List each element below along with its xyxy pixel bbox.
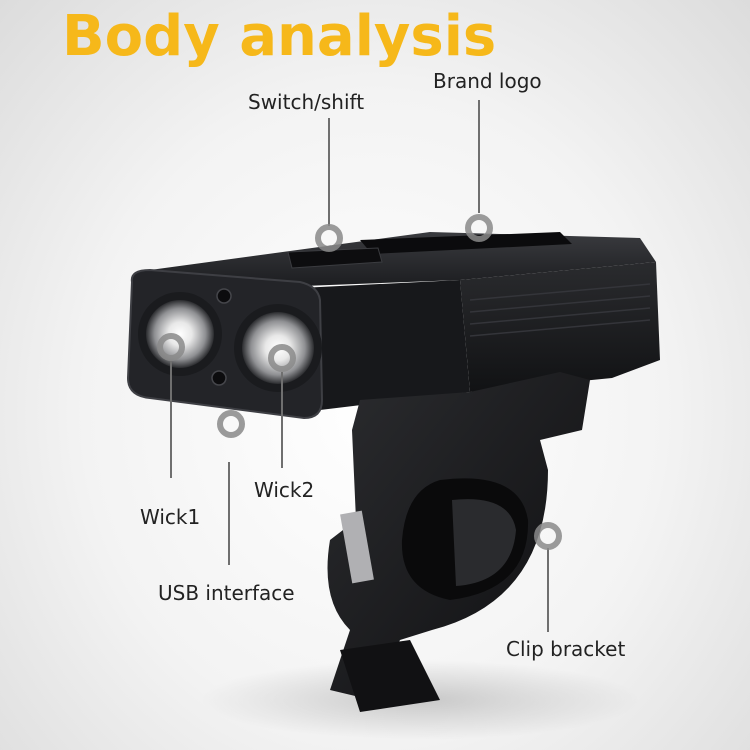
- label-clip-bracket: Clip bracket: [506, 637, 626, 661]
- switch-button: [287, 247, 383, 269]
- label-wick2: Wick2: [254, 478, 315, 502]
- pointer-lines: [170, 100, 549, 632]
- thumb-screw: [340, 640, 440, 712]
- pointer-dot-wick2-icon: [268, 344, 296, 372]
- lens-1: [146, 300, 214, 368]
- body-top-face: [150, 232, 656, 290]
- pointer-dot-wick1-icon: [157, 333, 185, 361]
- pointer-dot-usb-icon: [217, 410, 245, 438]
- rubber-pad: [452, 499, 516, 586]
- label-brand-logo: Brand logo: [433, 69, 542, 93]
- screw-bottom-icon: [211, 370, 227, 386]
- bolt: [340, 510, 374, 584]
- label-switch-shift: Switch/shift: [248, 90, 365, 114]
- screw-top-icon: [216, 288, 232, 304]
- body-grooves: [469, 283, 651, 337]
- label-usb-interface: USB interface: [158, 581, 295, 605]
- brand-logo-plate: [360, 232, 572, 254]
- page-title: Body analysis: [62, 4, 497, 69]
- pointer-dot-clip-icon: [534, 522, 562, 550]
- pointer-dot-brand-icon: [465, 214, 493, 242]
- body-middle-section: [300, 280, 470, 410]
- body-rear-section: [460, 262, 660, 392]
- label-wick1: Wick1: [140, 505, 201, 529]
- pointer-dot-switch-icon: [315, 224, 343, 252]
- pointer-dots: [157, 214, 562, 550]
